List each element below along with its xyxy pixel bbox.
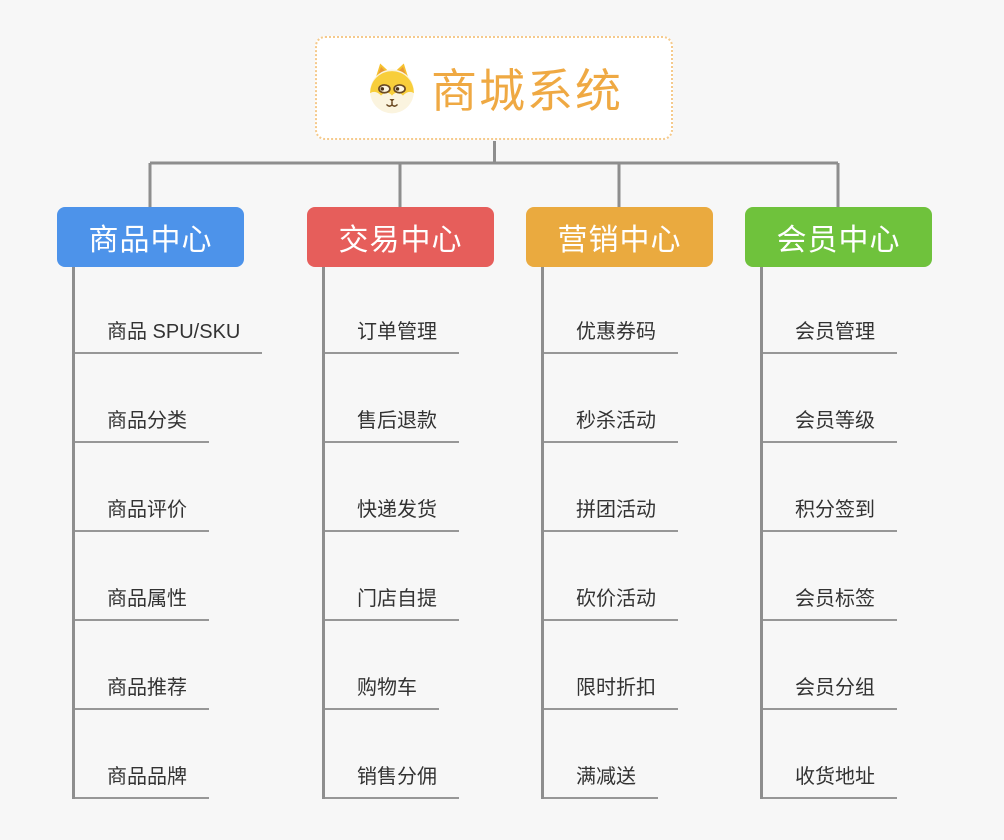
- leaf-node: 会员管理: [763, 267, 897, 354]
- branch-column-trade: 交易中心 订单管理 售后退款 快递发货 门店自提 购物车 销售分佣: [307, 207, 494, 799]
- leaf-label[interactable]: 限时折扣: [544, 671, 678, 710]
- leaf-label[interactable]: 会员等级: [763, 404, 897, 443]
- branch-label: 交易中心: [338, 224, 463, 257]
- leaf-label[interactable]: 商品品牌: [75, 760, 209, 799]
- leaf-label[interactable]: 购物车: [325, 671, 439, 710]
- leaf-node: 售后退款: [325, 354, 459, 443]
- leaf-label[interactable]: 秒杀活动: [544, 404, 678, 443]
- leaf-label[interactable]: 优惠券码: [544, 315, 678, 354]
- branch-node-members[interactable]: 会员中心: [745, 207, 932, 267]
- branch-label: 营销中心: [557, 224, 682, 257]
- leaf-label[interactable]: 快递发货: [325, 493, 459, 532]
- leaf-label[interactable]: 收货地址: [763, 760, 897, 799]
- leaf-label[interactable]: 积分签到: [763, 493, 897, 532]
- leaf-list-trade: 订单管理 售后退款 快递发货 门店自提 购物车 销售分佣: [322, 267, 459, 799]
- leaf-node: 优惠券码: [544, 267, 678, 354]
- leaf-list-members: 会员管理 会员等级 积分签到 会员标签 会员分组 收货地址: [760, 267, 897, 799]
- leaf-node: 秒杀活动: [544, 354, 678, 443]
- leaf-label[interactable]: 会员管理: [763, 315, 897, 354]
- branch-node-products[interactable]: 商品中心: [57, 207, 244, 267]
- leaf-node: 限时折扣: [544, 621, 678, 710]
- branch-label: 商品中心: [88, 224, 213, 257]
- leaf-list-marketing: 优惠券码 秒杀活动 拼团活动 砍价活动 限时折扣 满减送: [541, 267, 678, 799]
- leaf-node: 商品 SPU/SKU: [75, 267, 263, 354]
- leaf-node: 商品评价: [75, 443, 209, 532]
- branch-label: 会员中心: [776, 224, 901, 257]
- branch-column-members: 会员中心 会员管理 会员等级 积分签到 会员标签 会员分组 收货地址: [745, 207, 932, 799]
- leaf-label[interactable]: 商品 SPU/SKU: [75, 315, 263, 354]
- leaf-label[interactable]: 商品推荐: [75, 671, 209, 710]
- leaf-node: 满减送: [544, 710, 658, 799]
- leaf-node: 购物车: [325, 621, 439, 710]
- root-node[interactable]: 商城系统: [315, 36, 673, 140]
- branch-column-marketing: 营销中心 优惠券码 秒杀活动 拼团活动 砍价活动 限时折扣 满减送: [526, 207, 713, 799]
- leaf-label[interactable]: 商品分类: [75, 404, 209, 443]
- leaf-label[interactable]: 满减送: [544, 760, 658, 799]
- leaf-node: 商品属性: [75, 532, 209, 621]
- leaf-node: 拼团活动: [544, 443, 678, 532]
- leaf-node: 门店自提: [325, 532, 459, 621]
- leaf-label[interactable]: 门店自提: [325, 582, 459, 621]
- leaf-node: 快递发货: [325, 443, 459, 532]
- leaf-node: 会员分组: [763, 621, 897, 710]
- leaf-node: 收货地址: [763, 710, 897, 799]
- leaf-label[interactable]: 会员分组: [763, 671, 897, 710]
- leaf-label[interactable]: 商品属性: [75, 582, 209, 621]
- leaf-label[interactable]: 订单管理: [325, 315, 459, 354]
- leaf-label[interactable]: 商品评价: [75, 493, 209, 532]
- leaf-node: 销售分佣: [325, 710, 459, 799]
- leaf-node: 砍价活动: [544, 532, 678, 621]
- leaf-node: 订单管理: [325, 267, 459, 354]
- leaf-label[interactable]: 售后退款: [325, 404, 459, 443]
- branch-node-marketing[interactable]: 营销中心: [526, 207, 713, 267]
- leaf-label[interactable]: 砍价活动: [544, 582, 678, 621]
- leaf-node: 商品推荐: [75, 621, 209, 710]
- branch-column-products: 商品中心 商品 SPU/SKU 商品分类 商品评价 商品属性 商品推荐 商品品牌: [57, 207, 263, 799]
- leaf-node: 会员等级: [763, 354, 897, 443]
- leaf-list-products: 商品 SPU/SKU 商品分类 商品评价 商品属性 商品推荐 商品品牌: [72, 267, 263, 799]
- leaf-node: 商品分类: [75, 354, 209, 443]
- branch-node-trade[interactable]: 交易中心: [307, 207, 494, 267]
- dog-face-icon: [370, 63, 414, 114]
- root-title: 商城系统: [431, 65, 623, 117]
- leaf-node: 积分签到: [763, 443, 897, 532]
- leaf-label[interactable]: 拼团活动: [544, 493, 678, 532]
- leaf-node: 会员标签: [763, 532, 897, 621]
- leaf-label[interactable]: 会员标签: [763, 582, 897, 621]
- leaf-node: 商品品牌: [75, 710, 209, 799]
- leaf-label[interactable]: 销售分佣: [325, 760, 459, 799]
